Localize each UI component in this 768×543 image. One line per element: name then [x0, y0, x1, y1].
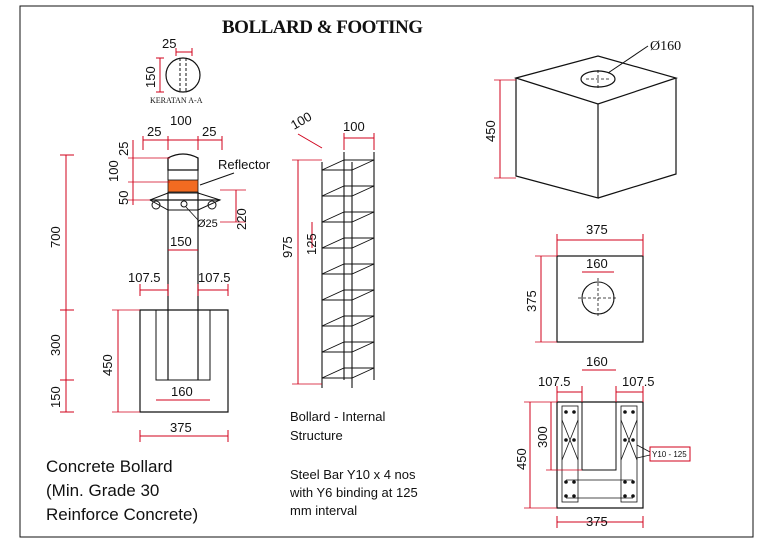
bollard-caption-line-1: Concrete Bollard: [46, 457, 173, 476]
rebar-tag-label: Y10 - 125: [652, 450, 687, 459]
section-width-dim: 25: [162, 36, 176, 51]
internal-dim-125: 125: [304, 233, 319, 255]
bollard-dim-v-25: 25: [116, 142, 131, 156]
footing-hole-label: Ø160: [650, 39, 681, 54]
rebar-tag: [649, 446, 691, 462]
footing-3d: [513, 55, 679, 199]
footing-section: 160 107.5 107.5 450 300 375 Y10 - 125: [514, 354, 691, 529]
section-dim-107-right: 107.5: [622, 374, 655, 389]
bollard-dim-top-right: 25: [202, 124, 216, 139]
internal-caption-line-2: Structure: [290, 428, 343, 443]
stirrups: [321, 159, 375, 379]
bollard-dim-v-50: 50: [116, 191, 131, 205]
bollard-dim-375: 375: [170, 420, 192, 435]
bollard-dim-450: 450: [100, 354, 115, 376]
section-a-a: 25 150 KERATAN A-A: [143, 36, 203, 105]
section-dim-450: 450: [514, 448, 529, 470]
plan-dim-375-side: 375: [524, 290, 539, 312]
reflector-band: [167, 179, 199, 193]
section-label: KERATAN A-A: [150, 96, 203, 105]
plan-dim-375-top: 375: [586, 222, 608, 237]
internal-spec-line-2: with Y6 binding at 125: [289, 485, 418, 500]
bollard-dim-150-width: 150: [170, 234, 192, 249]
bollard-dim-160: 160: [171, 384, 193, 399]
section-dim-300: 300: [535, 426, 550, 448]
bollard-dim-150-bottom: 150: [48, 386, 63, 408]
internal-spec-line-3: mm interval: [290, 503, 357, 518]
bollard-dim-300: 300: [48, 334, 63, 356]
bolt-label: Ø25: [197, 218, 218, 230]
sheet-border: [19, 5, 754, 538]
bollard-dim-700: 700: [48, 226, 63, 248]
footing-3d-dim-450: 450: [483, 120, 498, 142]
section-dim-375: 375: [586, 514, 608, 529]
internal-dim-100-diag: 100: [288, 109, 314, 133]
internal-dim-100: 100: [343, 119, 365, 134]
bollard-dim-top-mid: 100: [170, 113, 192, 128]
reflector-label: Reflector: [218, 157, 271, 172]
internal-spec-line-1: Steel Bar Y10 x 4 nos: [290, 467, 416, 482]
bollard-elevation: 25 100 25 25 100 50 220 Reflector Ø25 70…: [48, 113, 271, 442]
internal-dim-975: 975: [280, 236, 295, 258]
internal-structure: 100 100 975 125: [280, 109, 375, 388]
plan-dim-160: 160: [586, 256, 608, 271]
drawing-title: BOLLARD & FOOTING: [222, 17, 423, 38]
section-height-dim: 150: [143, 66, 158, 88]
bollard-dim-top-left: 25: [147, 124, 161, 139]
footing-plan: 375 160 375: [524, 222, 644, 343]
bollard-dim-107-left: 107.5: [128, 270, 161, 285]
bollard-caption-line-2: (Min. Grade 30: [46, 481, 159, 500]
bollard-caption-line-3: Reinforce Concrete): [46, 505, 198, 524]
section-dim-107-left: 107.5: [538, 374, 571, 389]
bollard-dim-220: 220: [234, 208, 249, 230]
internal-caption-line-1: Bollard - Internal: [290, 409, 385, 424]
bollard-dim-v-100: 100: [106, 160, 121, 182]
section-dim-160: 160: [586, 354, 608, 369]
bollard-dim-107-right: 107.5: [198, 270, 231, 285]
